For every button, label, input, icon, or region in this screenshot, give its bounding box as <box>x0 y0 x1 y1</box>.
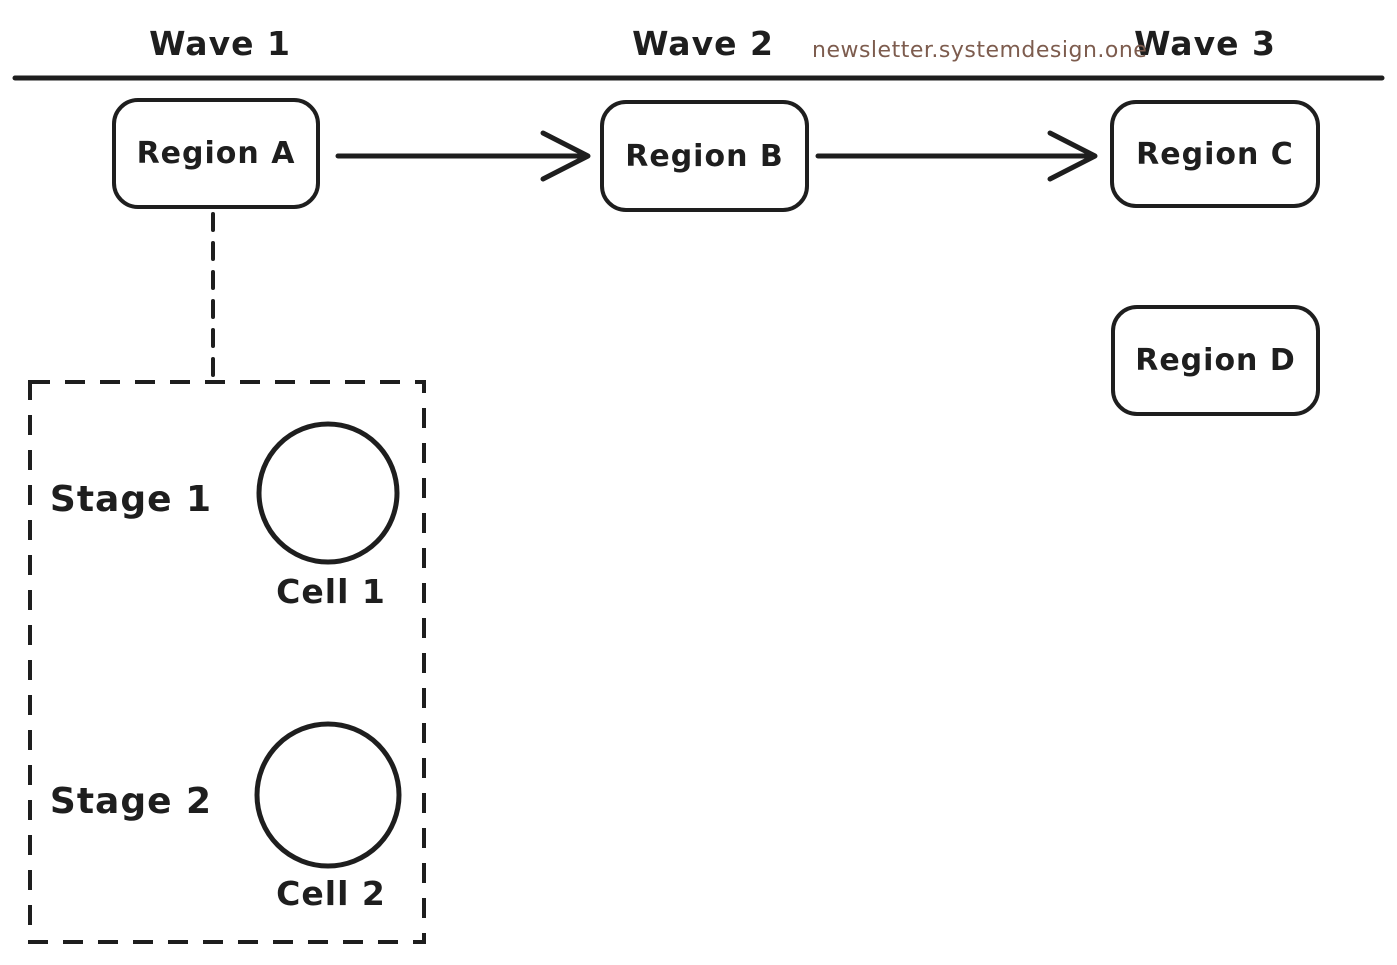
wave-3-label: Wave 3 <box>1134 24 1276 63</box>
wave-2-label: Wave 2 <box>632 24 774 63</box>
region-a-label: Region A <box>136 136 296 171</box>
cell-2-label: Cell 2 <box>276 874 386 913</box>
watermark-text: newsletter.systemdesign.one <box>812 38 1148 63</box>
cell-1-circle <box>256 421 400 565</box>
stage-1-label: Stage 1 <box>49 479 213 520</box>
region-c-box: Region C <box>1110 100 1320 208</box>
region-b-label: Region B <box>625 138 784 174</box>
wave-1-label: Wave 1 <box>149 24 291 63</box>
stage-2-label: Stage 2 <box>49 781 213 822</box>
arrow-region-a-to-b <box>335 130 591 182</box>
stage-group-box <box>28 380 426 944</box>
cell-1-label: Cell 1 <box>276 572 386 611</box>
cell-2-circle <box>254 721 402 869</box>
region-a-box: Region A <box>112 98 320 209</box>
arrow-region-b-to-c <box>815 130 1098 182</box>
region-d-box: Region D <box>1111 305 1320 416</box>
region-b-box: Region B <box>600 100 809 212</box>
region-d-label: Region D <box>1135 343 1296 378</box>
region-c-label: Region C <box>1136 136 1294 172</box>
